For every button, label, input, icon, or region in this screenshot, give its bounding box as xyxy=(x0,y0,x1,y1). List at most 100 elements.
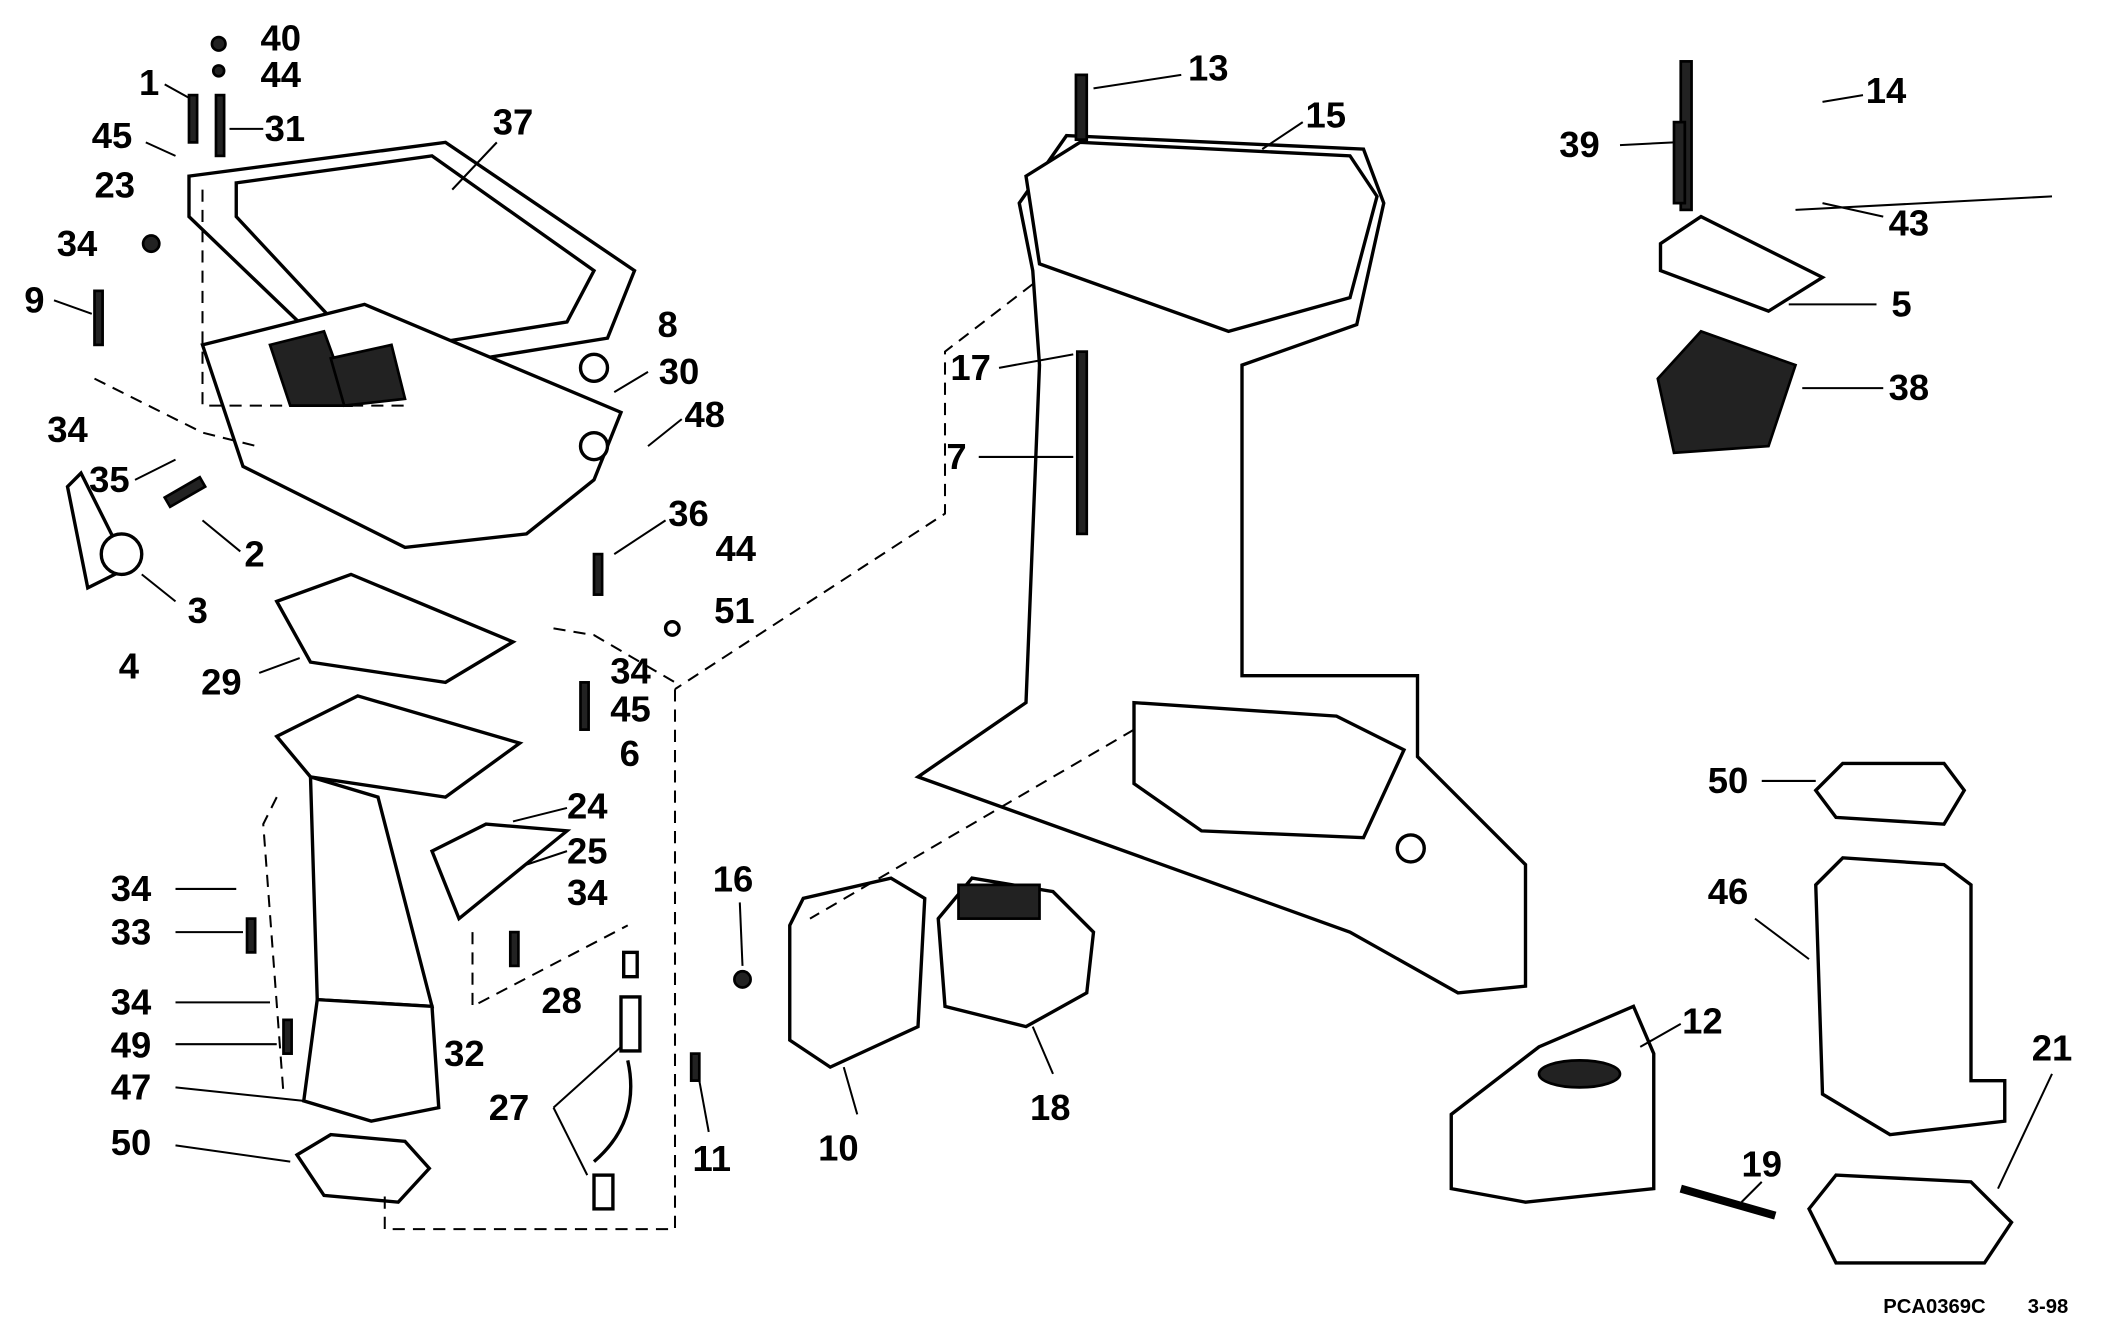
callout: 13 xyxy=(1188,47,1229,88)
callout: 16 xyxy=(713,859,754,900)
callout: 15 xyxy=(1305,95,1346,136)
callout: 5 xyxy=(1891,284,1911,325)
mount-cover xyxy=(788,876,927,1070)
callout: 37 xyxy=(493,101,534,142)
leader-line xyxy=(998,353,1074,369)
callout: 11 xyxy=(693,1138,732,1179)
callout: 14 xyxy=(1866,70,1907,111)
leader-line xyxy=(451,141,498,191)
leader-line xyxy=(552,1107,589,1176)
leader-line xyxy=(526,850,568,866)
callout: 30 xyxy=(659,351,700,392)
leader-line xyxy=(613,519,667,555)
leader-line xyxy=(647,418,683,447)
callout: 28 xyxy=(541,980,582,1021)
callout: 36 xyxy=(668,493,709,534)
leader-line xyxy=(141,573,177,603)
leader-line xyxy=(1093,73,1182,90)
inner-exhaust-plate-gasket xyxy=(274,572,517,685)
leader-line xyxy=(145,141,176,157)
leader-line xyxy=(175,1144,291,1163)
callout: 46 xyxy=(1708,871,1749,912)
callout: 47 xyxy=(111,1067,152,1108)
leader-line xyxy=(1754,917,1810,960)
callout: 6 xyxy=(620,733,640,774)
water-tube-grommet xyxy=(1814,856,2007,1137)
callout: 4 xyxy=(119,645,140,686)
leader-line xyxy=(738,902,744,966)
leader-line xyxy=(201,519,241,553)
callout: 21 xyxy=(2032,1027,2073,1068)
small-hardware xyxy=(65,35,752,1211)
callout: 38 xyxy=(1889,367,1930,408)
callout: 40 xyxy=(261,18,302,59)
leader-line xyxy=(1822,202,1884,218)
callout: 33 xyxy=(111,911,152,952)
callout: 44 xyxy=(261,54,302,95)
lower-mount xyxy=(936,876,1096,1029)
leader-line xyxy=(1997,1073,2053,1190)
callout: 45 xyxy=(92,115,133,156)
leader-line xyxy=(53,299,93,315)
exhaust-cover xyxy=(200,302,624,550)
callout: 2 xyxy=(244,533,264,574)
callout: 34 xyxy=(47,409,88,450)
leader-line xyxy=(842,1066,859,1115)
drawing-id: PCA0369C xyxy=(1883,1296,1986,1318)
callout: 12 xyxy=(1682,1000,1723,1041)
callout: 1 xyxy=(139,62,159,103)
callout: 34 xyxy=(111,868,152,909)
callout: 49 xyxy=(111,1025,152,1066)
leader-line xyxy=(1619,141,1675,147)
callout: 7 xyxy=(946,436,966,477)
leader-line xyxy=(134,458,176,481)
leader-line xyxy=(552,1046,622,1109)
callout: 50 xyxy=(111,1122,152,1163)
callout: 35 xyxy=(89,459,130,500)
assembly-lines xyxy=(94,189,1135,1231)
callout: 43 xyxy=(1889,203,1930,244)
callout: 19 xyxy=(1742,1143,1783,1184)
callout: 23 xyxy=(95,165,136,206)
callout: 31 xyxy=(265,108,306,149)
callout: 44 xyxy=(716,528,757,569)
callout: 32 xyxy=(444,1033,485,1074)
exhaust-tube xyxy=(274,694,524,1123)
leader-line xyxy=(1740,1181,1763,1203)
callout: 9 xyxy=(24,279,44,320)
callout: 18 xyxy=(1030,1087,1071,1128)
callout: 10 xyxy=(818,1127,859,1168)
leader-line xyxy=(1261,121,1304,150)
leader-line xyxy=(1031,1026,1054,1075)
leader-line xyxy=(1639,1023,1682,1048)
leader-line xyxy=(164,83,190,99)
callout: 50 xyxy=(1708,760,1749,801)
leader-line xyxy=(175,1086,304,1102)
callout: 27 xyxy=(489,1087,530,1128)
callout: 29 xyxy=(201,662,242,703)
exhaust-seal xyxy=(294,761,2014,1265)
leader-line xyxy=(613,371,649,393)
callout: 25 xyxy=(567,830,608,871)
callout: 17 xyxy=(950,347,991,388)
callout: 34 xyxy=(57,223,98,264)
callout: 34 xyxy=(567,872,608,913)
lower-mount-bracket xyxy=(1449,1004,1777,1220)
leader-line xyxy=(1822,94,1864,103)
callout: 51 xyxy=(714,590,755,631)
callout: 3 xyxy=(188,590,208,631)
callout: 39 xyxy=(1559,124,1600,165)
leader-lines xyxy=(53,73,2053,1203)
callout: 45 xyxy=(610,689,651,730)
callout: 48 xyxy=(684,394,725,435)
drawing-date: 3-98 xyxy=(2028,1296,2069,1318)
callout: 34 xyxy=(111,981,152,1022)
leader-line xyxy=(258,657,301,674)
drive-shaft-housing xyxy=(914,133,1528,995)
power-pack-module xyxy=(1656,60,2053,455)
leader-line xyxy=(698,1080,710,1133)
callout: 8 xyxy=(657,304,677,345)
callout: 34 xyxy=(610,651,651,692)
